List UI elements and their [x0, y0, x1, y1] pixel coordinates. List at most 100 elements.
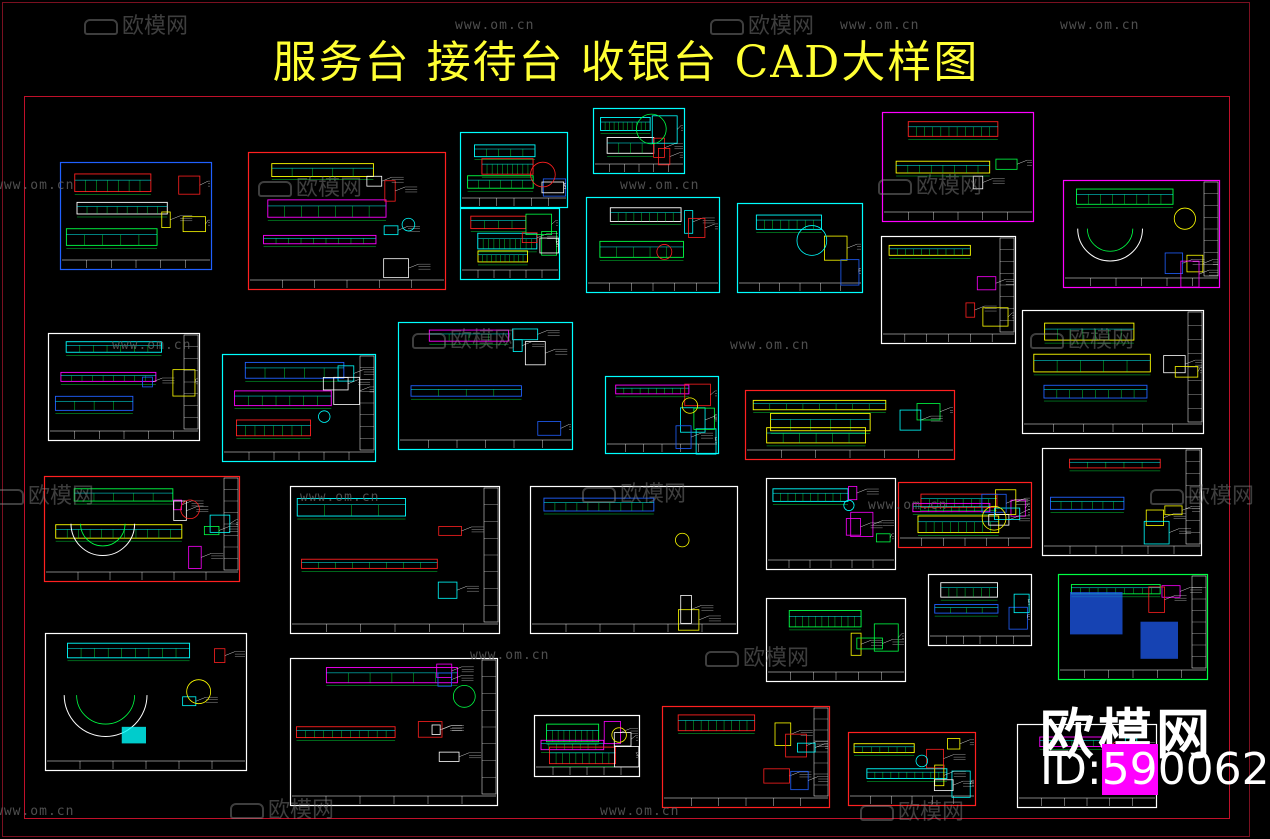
watermark-logo: 欧模网: [705, 640, 809, 672]
blue-hatch-panel: [1070, 592, 1123, 635]
counter-elevation: [549, 746, 616, 765]
section-detail: [383, 225, 399, 236]
watermark-logo: 欧模网: [230, 792, 334, 824]
sheet-border: [533, 714, 641, 778]
leader-line: [199, 180, 209, 186]
cad-detail-sheet: [397, 321, 574, 451]
leader-line: [690, 432, 702, 438]
watermark-logo: 欧模网: [1150, 478, 1254, 510]
counter-elevation: [1043, 384, 1148, 399]
sheet-border: [1062, 179, 1221, 289]
leader-line: [974, 305, 985, 311]
leader-line: [408, 263, 419, 269]
cad-detail-sheet: [604, 375, 720, 455]
detail-callout-circle: [318, 410, 331, 423]
counter-elevation: [788, 610, 862, 628]
detail-callout-circle: [981, 505, 1007, 531]
section-detail: [142, 376, 153, 388]
counter-elevation: [234, 390, 332, 407]
counter-elevation: [934, 604, 999, 614]
section-detail: [680, 594, 692, 624]
sheet-border: [736, 202, 864, 294]
section-detail: [688, 217, 706, 238]
leader-line: [943, 771, 954, 776]
sheet-border: [221, 353, 377, 463]
counter-elevation: [1069, 458, 1161, 469]
watermark-site-text: www.om.cn: [600, 804, 680, 819]
leader-line: [1025, 504, 1029, 509]
counter-elevation: [428, 329, 509, 342]
leader-line: [551, 220, 557, 225]
leader-line: [691, 605, 702, 610]
sheet-border: [459, 131, 569, 209]
watermark-logo-text: 欧模网: [748, 14, 815, 39]
sheet-border: [47, 332, 201, 442]
watermark-site-text: www.om.cn: [1060, 18, 1140, 33]
sheet-border: [397, 321, 574, 451]
watermark-site-text: www.om.cn: [620, 178, 700, 193]
section-detail: [850, 632, 862, 656]
section-detail: [542, 178, 567, 197]
counter-elevation: [271, 163, 374, 177]
watermark-logo-text: 欧模网: [1188, 484, 1255, 509]
counter-elevation: [263, 234, 377, 245]
section-detail: [848, 485, 858, 501]
sheet-border: [43, 475, 241, 583]
watermark-site-text: www.om.cn: [300, 490, 380, 505]
counter-elevation: [65, 228, 158, 246]
section-detail: [1174, 366, 1199, 378]
cad-detail-sheet: [592, 107, 686, 175]
watermark-logo-text: 欧模网: [916, 174, 983, 199]
watermark-site-text: www.om.cn: [0, 178, 75, 193]
leader-line: [898, 633, 903, 638]
cad-detail-sheet: [736, 202, 864, 294]
watermark-logo: 欧模网: [0, 478, 94, 510]
section-detail: [613, 732, 632, 747]
leader-line: [1019, 509, 1029, 514]
cad-detail-sheet: [1057, 573, 1209, 681]
detail-callout-circle: [656, 244, 673, 260]
section-detail: [178, 175, 201, 195]
sheet-border: [529, 485, 739, 635]
section-detail: [675, 425, 692, 449]
leader-line: [1164, 595, 1175, 600]
section-detail: [658, 148, 671, 166]
section-detail: [982, 307, 1009, 327]
counter-elevation: [55, 524, 183, 539]
leader-line: [635, 752, 639, 757]
sofa-logo-icon: [860, 805, 894, 821]
detail-callout-circle: [401, 217, 416, 232]
blue-hatch-panel: [1140, 621, 1178, 659]
section-detail: [790, 770, 809, 791]
section-detail: [651, 115, 678, 144]
leader-line: [1202, 259, 1213, 264]
section-detail: [1164, 252, 1184, 274]
leader-line: [545, 349, 556, 354]
leader-line: [620, 728, 631, 733]
cad-detail-sheet: [459, 131, 569, 209]
leader-line: [856, 488, 867, 494]
curved-counter-plan: [1077, 228, 1143, 262]
cad-detail-sheet: [529, 485, 739, 635]
section-detail: [653, 137, 665, 158]
detail-callout-circle: [180, 499, 200, 520]
sofa-logo-icon: [1030, 333, 1064, 349]
sheet-border: [585, 196, 721, 294]
section-detail: [926, 748, 944, 769]
brand-id-prefix: ID:: [1040, 744, 1102, 795]
section-detail: [431, 724, 441, 735]
leader-line: [1006, 499, 1017, 504]
watermark-logo: 欧模网: [412, 322, 516, 354]
cad-detail-sheet: [59, 161, 213, 271]
leader-line: [1015, 497, 1026, 503]
counter-elevation: [296, 726, 396, 739]
cad-detail-sheet: [881, 111, 1035, 223]
counter-elevation: [477, 250, 529, 263]
counter-elevation: [296, 498, 407, 517]
section-detail: [512, 339, 523, 352]
cad-detail-sheet: [765, 477, 897, 571]
watermark-site-text: www.om.cn: [730, 338, 810, 353]
section-detail: [1008, 606, 1028, 630]
counter-elevation: [917, 515, 1000, 534]
leader-line: [461, 526, 472, 532]
